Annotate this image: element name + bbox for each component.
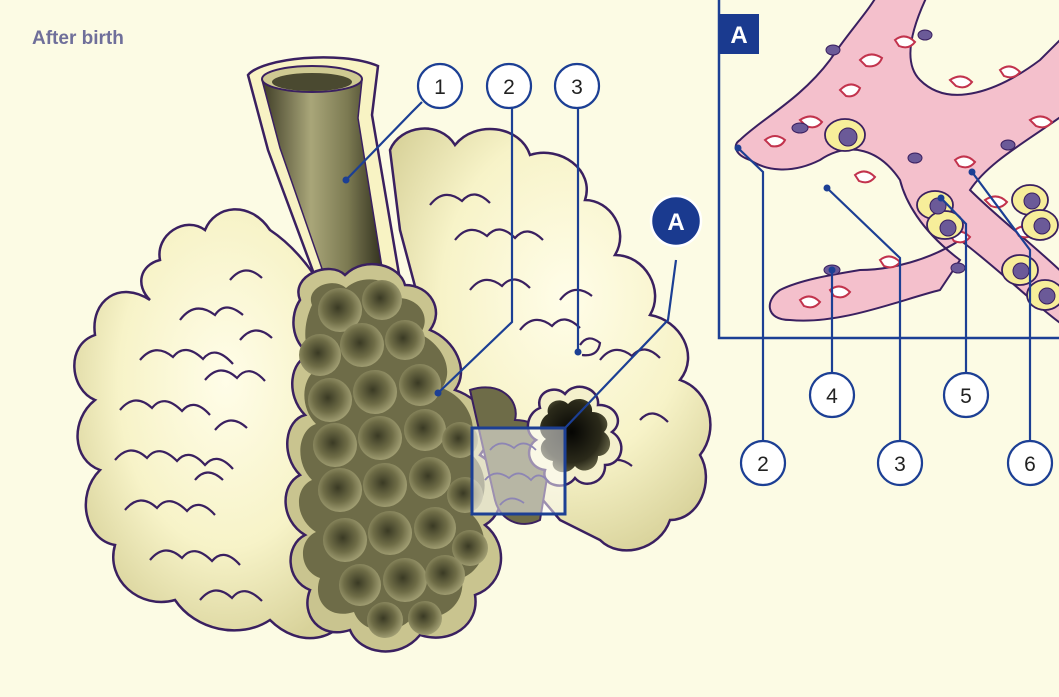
pointer-3-dot	[575, 349, 582, 356]
inset-detail-a: A	[719, 0, 1059, 338]
highlight-box-a	[472, 428, 565, 514]
label-r3-text: 3	[894, 453, 906, 476]
label-r6-text: 6	[1024, 453, 1036, 476]
label-1-text: 1	[434, 76, 446, 99]
pointer-1-dot	[343, 177, 350, 184]
marker-a-text: A	[667, 209, 684, 236]
right-labels: 4 5 2 3 6	[741, 373, 1052, 485]
label-r5-text: 5	[960, 385, 972, 408]
label-2-text: 2	[503, 76, 515, 99]
inset-a-text: A	[730, 22, 747, 49]
label-r2-text: 2	[757, 453, 769, 476]
pointer-2-dot	[435, 390, 442, 397]
label-3-text: 3	[571, 76, 583, 99]
bronchus-opening-inner	[272, 73, 352, 91]
label-r4-text: 4	[826, 385, 838, 408]
